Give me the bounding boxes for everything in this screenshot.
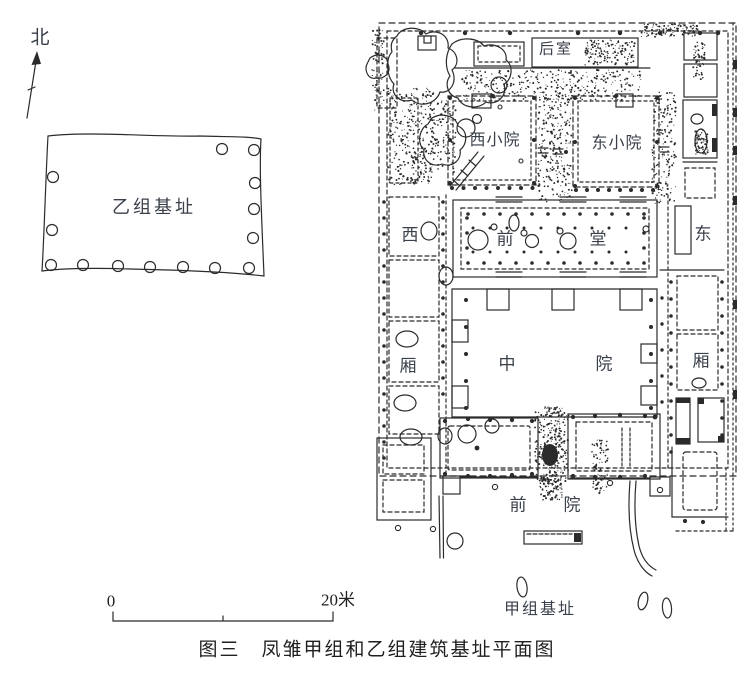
group-b-outline (41, 133, 265, 277)
east-corridor-label: 东 (694, 224, 712, 244)
bottom-rooms (439, 413, 671, 497)
southeast-block (438, 446, 729, 577)
front-hall (452, 196, 658, 278)
east-small-court-label: 东小院 (591, 135, 643, 152)
compound-border (378, 22, 737, 532)
north-arrow (26, 51, 41, 119)
middle-court-label-2: 院 (595, 354, 613, 374)
figure-caption: 图三 凤雏甲组和乙组建筑基址平面图 (198, 639, 556, 661)
scale-start-label: 0 (106, 591, 116, 611)
east-rooms (659, 60, 737, 445)
west-corridor-label: 西 (401, 225, 419, 245)
scale-end-label: 20米 (321, 590, 355, 610)
front-court-label-2: 院 (563, 495, 581, 515)
front-court-label-1: 前 (509, 495, 527, 515)
middle-court-label-1: 中 (498, 354, 516, 374)
scale-bar (112, 611, 334, 622)
back-room-label: 后室 (538, 41, 574, 58)
middle-court (451, 288, 658, 418)
front-hall-label-2: 堂 (589, 229, 607, 249)
west-small-court-label: 西小院 (469, 132, 521, 149)
outside-features (446, 530, 673, 619)
west-wing-label: 厢 (399, 356, 417, 376)
group-a-label: 甲组基址 (503, 601, 577, 618)
back-rooms (454, 32, 718, 199)
west-rooms (376, 196, 440, 521)
pit-outlines (365, 27, 512, 445)
group-b-label: 乙组基址 (112, 197, 196, 217)
east-wing-label: 厢 (692, 351, 710, 371)
front-hall-label-1: 前 (496, 229, 514, 249)
north-label: 北 (30, 27, 50, 49)
